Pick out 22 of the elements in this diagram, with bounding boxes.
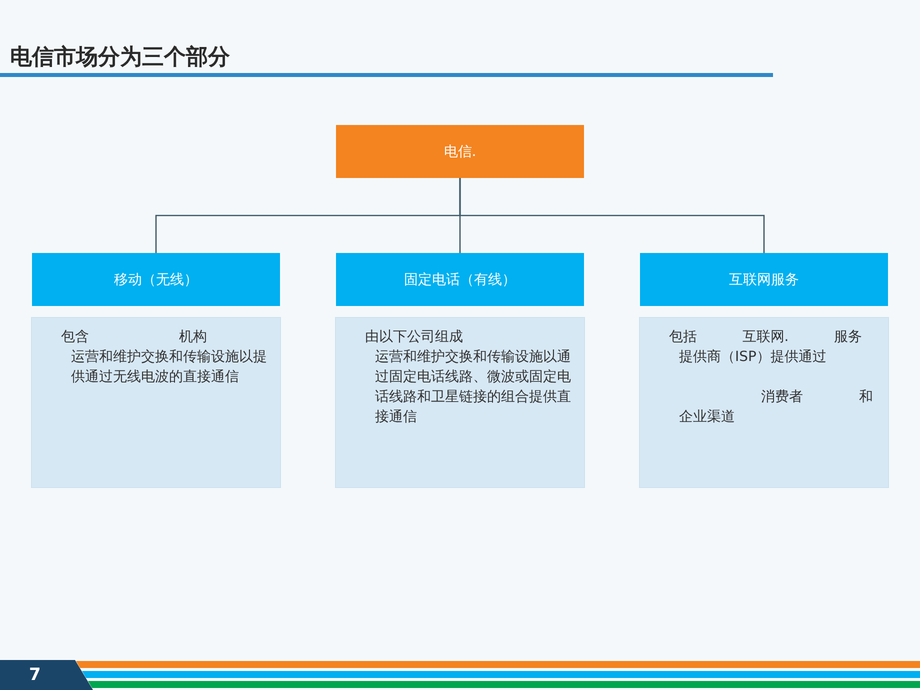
description-text: 运营和维护交换和传输设施以提供通过无线电波的直接通信: [71, 348, 268, 387]
box-label: 互联网服务: [729, 270, 799, 288]
description-text: 消费者 和: [761, 388, 873, 407]
box-label: 移动（无线）: [114, 270, 198, 288]
description-text: 提供商（ISP）提供通过: [679, 348, 828, 367]
connector-line: [459, 178, 765, 253]
description-text: 由以下公司组成: [365, 328, 464, 347]
box-label: 固定电话（有线）: [404, 270, 516, 288]
description-panel: [639, 317, 889, 488]
description-text: 企业渠道: [679, 408, 736, 427]
page-title: 电信市场分为三个部分: [10, 44, 230, 72]
description-panel: [31, 317, 281, 488]
segment-box: [32, 253, 280, 306]
description-text: 包括 互联网. 服务: [669, 328, 862, 347]
page-number: 7: [29, 665, 41, 685]
root-box: [336, 125, 584, 178]
description-text: 包含 机构: [61, 328, 207, 347]
description-text: 运营和维护交换和传输设施以通过固定电话线路、微波或固定电话线路和卫星链接的组合提供直接通信: [375, 348, 572, 427]
segment-box: [336, 253, 584, 306]
box-label: 电信.: [444, 142, 476, 160]
description-panel: [335, 317, 585, 488]
segment-box: [640, 253, 888, 306]
